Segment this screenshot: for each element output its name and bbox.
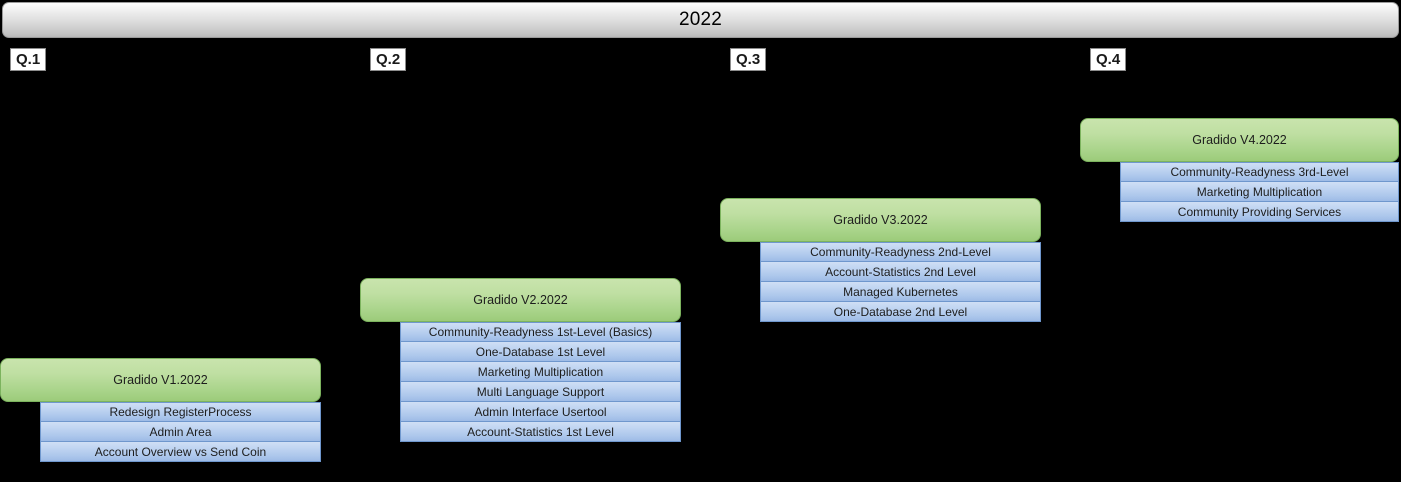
release-item[interactable]: Managed Kubernetes bbox=[760, 282, 1041, 302]
release-title: Gradido V3.2022 bbox=[833, 213, 928, 227]
release-item[interactable]: Marketing Multiplication bbox=[1120, 182, 1399, 202]
quarter-marker-2: Q.2 bbox=[370, 48, 407, 71]
year-header-bar: 2022 bbox=[2, 2, 1399, 38]
release-item[interactable]: Account Overview vs Send Coin bbox=[40, 442, 321, 462]
quarter-marker-4: Q.4 bbox=[1090, 48, 1127, 71]
release-item[interactable]: One-Database 1st Level bbox=[400, 342, 681, 362]
release-title: Gradido V1.2022 bbox=[113, 373, 208, 387]
year-label: 2022 bbox=[678, 9, 723, 30]
release-item[interactable]: Admin Interface Usertool bbox=[400, 402, 681, 422]
release-item[interactable]: Account-Statistics 2nd Level bbox=[760, 262, 1041, 282]
quarter-marker-1: Q.1 bbox=[10, 48, 47, 71]
release-item[interactable]: One-Database 2nd Level bbox=[760, 302, 1041, 322]
release-item-list: Community-Readyness 1st-Level (Basics)On… bbox=[400, 322, 681, 442]
release-item[interactable]: Marketing Multiplication bbox=[400, 362, 681, 382]
release-item[interactable]: Account-Statistics 1st Level bbox=[400, 422, 681, 442]
release-item[interactable]: Community-Readyness 2nd-Level bbox=[760, 242, 1041, 262]
release-title: Gradido V4.2022 bbox=[1192, 133, 1287, 147]
release-item[interactable]: Community Providing Services bbox=[1120, 202, 1399, 222]
release-item[interactable]: Redesign RegisterProcess bbox=[40, 402, 321, 422]
release-item[interactable]: Community-Readyness 1st-Level (Basics) bbox=[400, 322, 681, 342]
release-header-4[interactable]: Gradido V4.2022 bbox=[1080, 118, 1399, 162]
release-item[interactable]: Multi Language Support bbox=[400, 382, 681, 402]
release-header-3[interactable]: Gradido V3.2022 bbox=[720, 198, 1041, 242]
release-title: Gradido V2.2022 bbox=[473, 293, 568, 307]
release-item[interactable]: Community-Readyness 3rd-Level bbox=[1120, 162, 1399, 182]
release-header-2[interactable]: Gradido V2.2022 bbox=[360, 278, 681, 322]
release-header-1[interactable]: Gradido V1.2022 bbox=[0, 358, 321, 402]
release-item[interactable]: Admin Area bbox=[40, 422, 321, 442]
quarter-marker-3: Q.3 bbox=[730, 48, 767, 71]
